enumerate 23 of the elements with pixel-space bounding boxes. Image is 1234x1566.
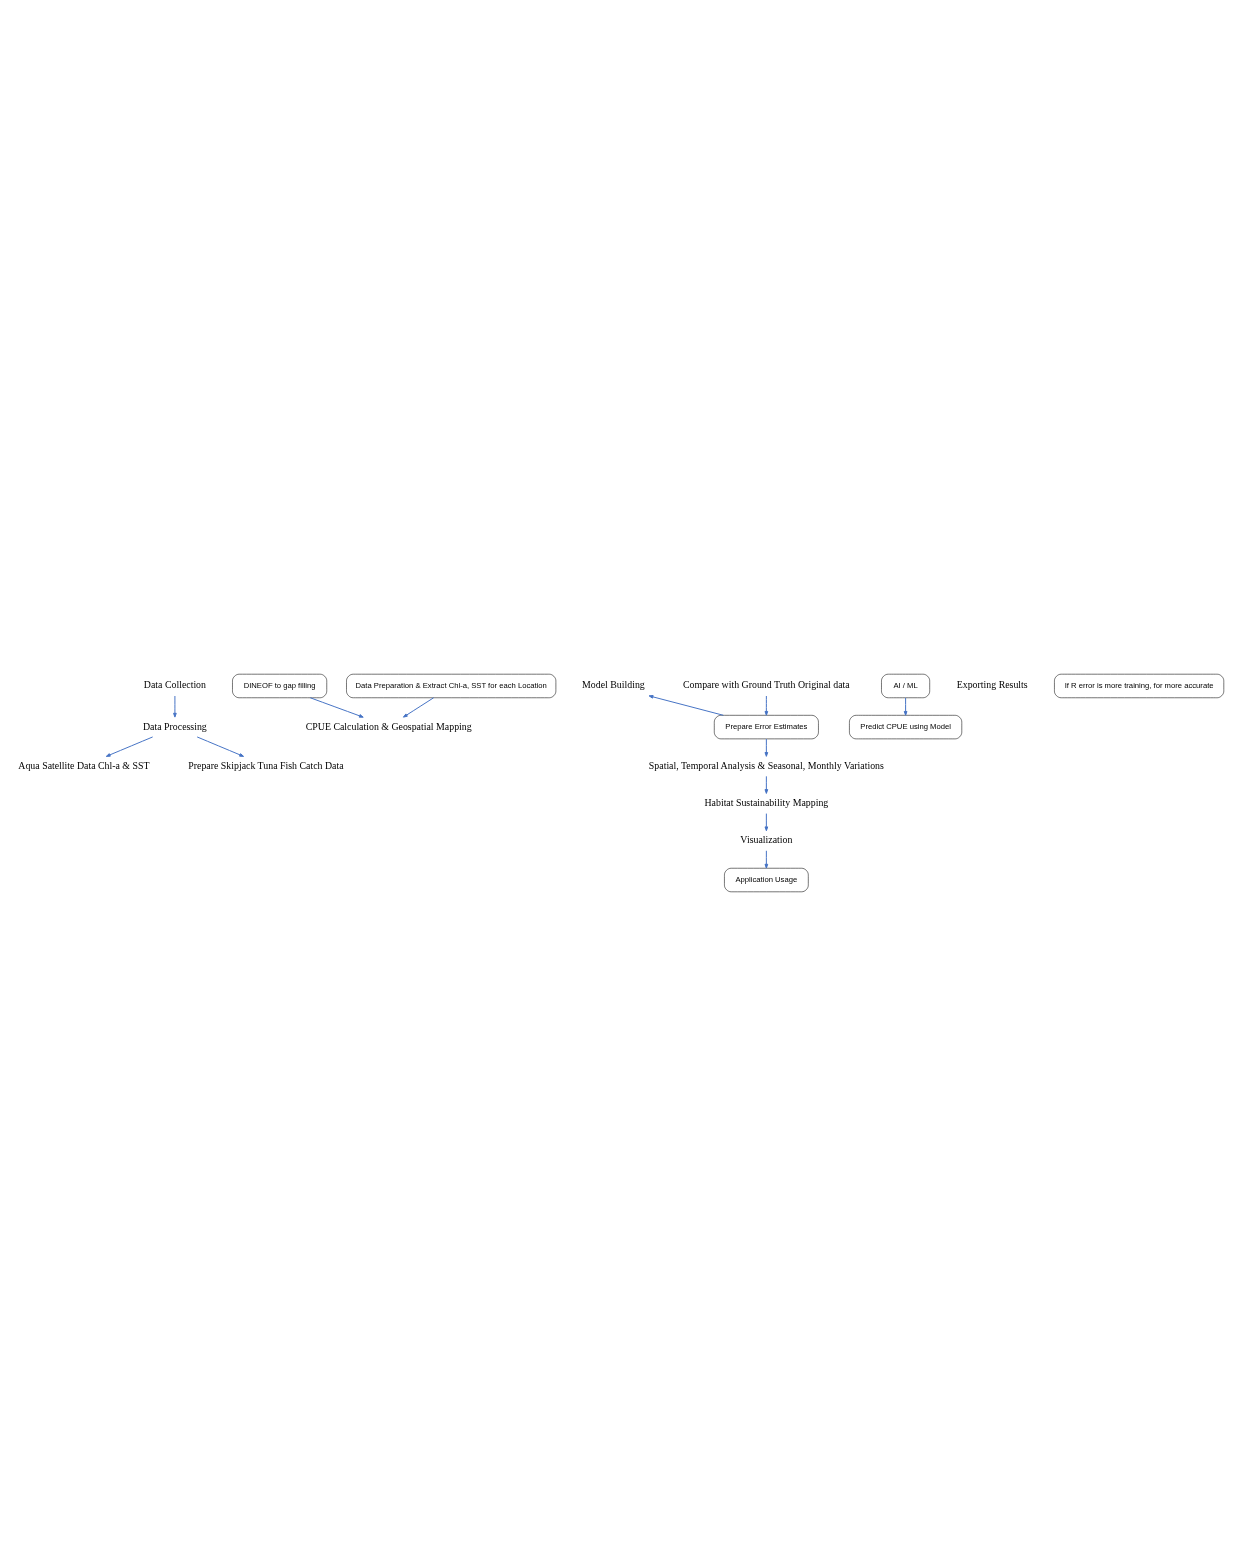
arrow [903,697,908,716]
node-text: Exporting Results [956,679,1028,691]
arrow [402,697,435,718]
node-text: Visualization [740,834,793,846]
node-text: Spatial, Temporal Analysis & Seasonal, Monthly Variations [648,759,884,771]
arrow [764,738,769,757]
arrow [105,736,154,757]
arrow [764,695,769,716]
node-text: Prepare Skipjack Tuna Fish Catch Data [188,759,344,771]
arrow [309,697,364,718]
arrow [764,775,769,794]
arrow [764,813,769,832]
arrow [196,736,245,757]
node-text: Data Collection [143,679,206,691]
arrow [173,695,177,718]
arrow [648,695,724,716]
node-text: Aqua Satellite Data Chl-a & SST [18,759,150,771]
node-text: Data Processing [143,720,207,732]
arrow [764,850,769,869]
node-text: CPUE Calculation & Geospatial Mapping [305,720,472,732]
node-text: Habitat Sustainability Mapping [704,796,829,808]
node-text: Compare with Ground Truth Original data [682,679,850,691]
node-text: Model Building [582,679,645,691]
